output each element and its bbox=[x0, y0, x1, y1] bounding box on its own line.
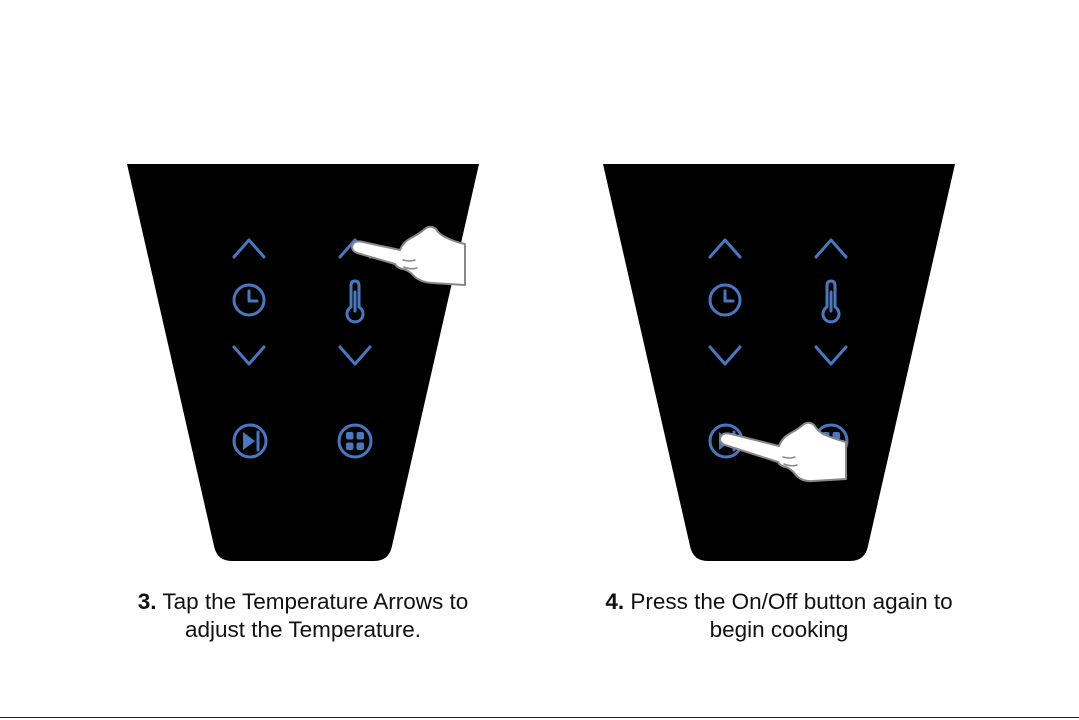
control-panel bbox=[127, 164, 479, 564]
panel-body bbox=[127, 164, 479, 561]
step-4-caption: 4. Press the On/Off button again to begi… bbox=[563, 588, 995, 644]
caption-line-2: adjust the Temperature. bbox=[185, 617, 421, 642]
step-4: 4. Press the On/Off button again to begi… bbox=[603, 164, 955, 564]
control-panel-graphic bbox=[603, 164, 955, 564]
bottom-divider bbox=[0, 717, 1079, 718]
caption-line-1: Press the On/Off button again to bbox=[630, 589, 952, 614]
step-3: 3. Tap the Temperature Arrows to adjust … bbox=[127, 164, 479, 564]
step-3-caption: 3. Tap the Temperature Arrows to adjust … bbox=[87, 588, 519, 644]
step-number: 4. bbox=[605, 589, 624, 614]
control-panel bbox=[603, 164, 955, 564]
caption-line-1: Tap the Temperature Arrows to bbox=[162, 589, 468, 614]
caption-line-2: begin cooking bbox=[710, 617, 849, 642]
step-number: 3. bbox=[138, 589, 157, 614]
panel-body bbox=[603, 164, 955, 561]
control-panel-graphic bbox=[127, 164, 479, 564]
